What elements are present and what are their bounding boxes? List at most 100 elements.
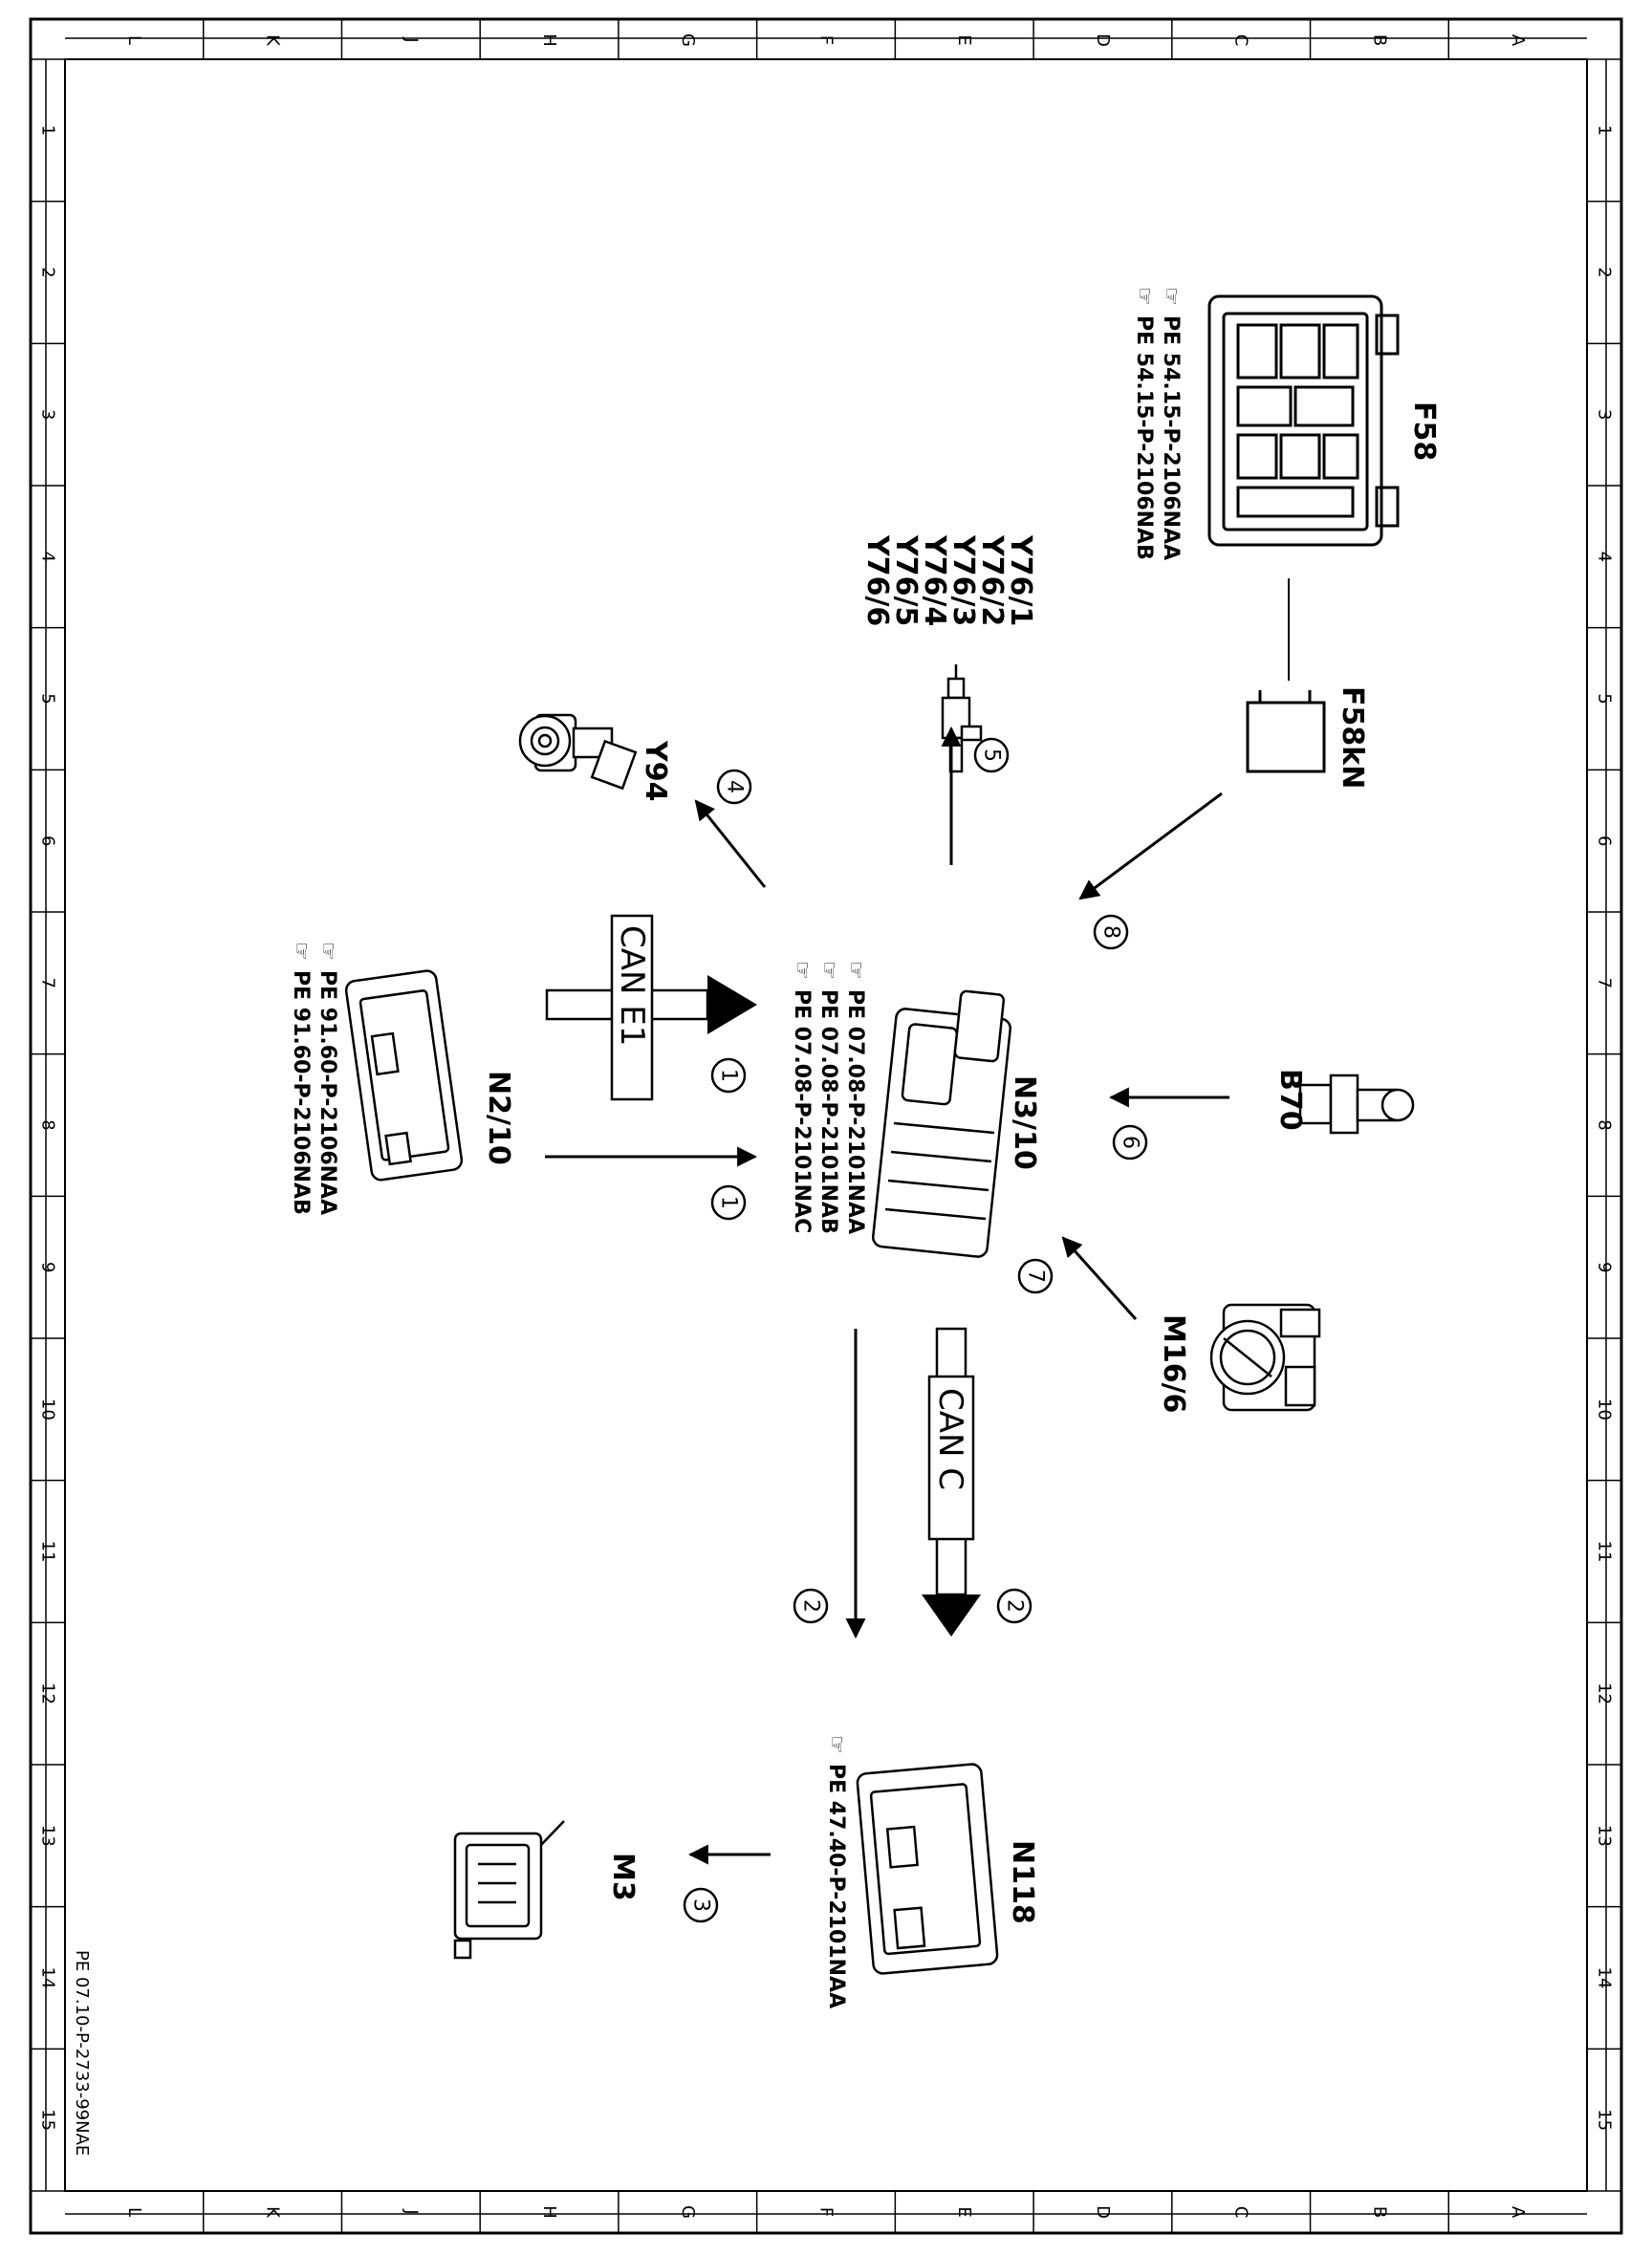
signal-8-circle: 8 bbox=[1093, 914, 1129, 950]
can-e1-bus-arrow: CAN E1 bbox=[545, 914, 757, 1101]
b70-crankshaft-sensor bbox=[1298, 1074, 1415, 1135]
svg-text:Y76/4: Y76/4 bbox=[918, 534, 951, 626]
n3-10-engine-control-unit bbox=[872, 989, 1011, 1258]
svg-text:Y76/6: Y76/6 bbox=[860, 534, 894, 626]
m3-fuel-pump bbox=[453, 1820, 565, 1960]
hand-icon: ☞ bbox=[315, 942, 339, 961]
y94-label: Y94 bbox=[639, 740, 672, 801]
hand-icon: ☞ bbox=[790, 961, 814, 980]
hand-icon: ☞ bbox=[1132, 287, 1156, 306]
n3-10-label: N3/10 bbox=[1008, 1075, 1041, 1170]
svg-text:2: 2 bbox=[799, 1599, 823, 1613]
frame-column-label: D bbox=[1093, 33, 1113, 47]
hand-icon: ☞ bbox=[816, 961, 840, 980]
svg-text:Y76/1: Y76/1 bbox=[1004, 534, 1037, 626]
frame-row-label: 9 bbox=[38, 1262, 58, 1272]
frame-column-label: J bbox=[401, 36, 421, 42]
signal-4-circle: 4 bbox=[716, 769, 752, 805]
arrow-4 bbox=[694, 799, 767, 888]
frame-row-label: 3 bbox=[38, 409, 58, 420]
svg-text:PE 91.60-P-2106NAB: PE 91.60-P-2106NAB bbox=[289, 970, 313, 1215]
frame-column-label: G bbox=[678, 2205, 698, 2219]
hand-icon: ☞ bbox=[1159, 287, 1183, 306]
frame-row-label: 7 bbox=[38, 978, 58, 988]
signal-5-circle: 5 bbox=[973, 737, 1010, 773]
frame-row-label: 1 bbox=[1595, 125, 1615, 136]
n2-10-control-unit bbox=[344, 969, 464, 1182]
frame-row-label: 3 bbox=[1595, 409, 1615, 420]
m16-6-label: M16/6 bbox=[1157, 1314, 1190, 1413]
n2-10-references: ☞ PE 91.60-P-2106NAA ☞ PE 91.60-P-2106NA… bbox=[289, 942, 339, 1215]
svg-text:PE 54.15-P-2106NAB: PE 54.15-P-2106NAB bbox=[1132, 315, 1156, 560]
signal-2-circle-b: 2 bbox=[996, 1588, 1032, 1624]
frame-column-label: K bbox=[263, 34, 283, 47]
f58kn-relay bbox=[1246, 690, 1326, 773]
frame-row-label: 7 bbox=[1595, 978, 1615, 988]
frame-column-label: B bbox=[1369, 2206, 1389, 2218]
hand-icon: ☞ bbox=[843, 961, 867, 980]
arrow-8 bbox=[1078, 792, 1223, 900]
svg-text:1: 1 bbox=[717, 1069, 741, 1082]
frame-column-label: L bbox=[124, 35, 144, 45]
frame-row-label: 10 bbox=[1595, 1399, 1615, 1421]
signal-1-circle-a: 1 bbox=[710, 1057, 747, 1094]
m16-6-throttle-actuator bbox=[1209, 1303, 1321, 1412]
drawing-frame bbox=[29, 17, 1623, 2235]
frame-column-label: H bbox=[539, 2205, 559, 2219]
y76-labels: Y76/1 Y76/2 Y76/3 Y76/4 Y76/5 Y76/6 bbox=[860, 534, 1037, 626]
frame-column-label: C bbox=[1231, 2206, 1251, 2219]
f58-label: F58 bbox=[1407, 401, 1441, 461]
frame-row-label: 8 bbox=[1595, 1119, 1615, 1130]
f58-references: ☞ PE 54.15-P-2106NAA ☞ PE 54.15-P-2106NA… bbox=[1132, 287, 1183, 560]
frame-column-label: E bbox=[954, 2206, 974, 2217]
frame-row-label: 15 bbox=[1595, 2109, 1615, 2131]
svg-text:3: 3 bbox=[689, 1898, 713, 1912]
y94-valve bbox=[518, 713, 638, 791]
frame-column-label: K bbox=[263, 2206, 283, 2219]
frame-row-label: 5 bbox=[1595, 693, 1615, 704]
svg-text:PE 07.08-P-2101NAA: PE 07.08-P-2101NAA bbox=[843, 989, 867, 1234]
signal-number-circles: 1 1 2 2 3 4 5 6 bbox=[683, 737, 1148, 1923]
frame-column-label: E bbox=[954, 34, 974, 45]
arrow-7 bbox=[1061, 1236, 1138, 1320]
frame-row-label: 13 bbox=[38, 1825, 58, 1847]
svg-text:PE 91.60-P-2106NAA: PE 91.60-P-2106NAA bbox=[315, 970, 339, 1215]
f58kn-label: F58kN bbox=[1336, 686, 1369, 789]
svg-text:PE 47.40-P-2101NAA: PE 47.40-P-2101NAA bbox=[824, 1764, 848, 2008]
signal-3-circle: 3 bbox=[683, 1887, 719, 1923]
frame-row-label: 5 bbox=[38, 693, 58, 704]
frame-column-label: F bbox=[816, 2207, 837, 2217]
svg-text:8: 8 bbox=[1099, 925, 1123, 939]
frame-column-label: F bbox=[816, 35, 837, 45]
svg-text:6: 6 bbox=[1119, 1136, 1142, 1149]
frame-column-label: A bbox=[1508, 2206, 1528, 2219]
svg-text:PE 07.08-P-2101NAC: PE 07.08-P-2101NAC bbox=[790, 989, 814, 1233]
hand-icon: ☞ bbox=[824, 1735, 848, 1754]
frame-row-label: 13 bbox=[1595, 1825, 1615, 1847]
frame-column-label: L bbox=[124, 2207, 144, 2217]
svg-text:PE 54.15-P-2106NAA: PE 54.15-P-2106NAA bbox=[1159, 315, 1183, 560]
signal-7-circle: 7 bbox=[1017, 1258, 1054, 1294]
frame-row-label: 8 bbox=[38, 1119, 58, 1130]
frame-row-label: 4 bbox=[38, 552, 58, 562]
frame-row-label: 6 bbox=[1595, 835, 1615, 846]
frame-row-label: 6 bbox=[38, 835, 58, 846]
svg-text:Y76/2: Y76/2 bbox=[975, 534, 1009, 626]
frame-column-label: H bbox=[539, 33, 559, 47]
frame-row-label: 4 bbox=[1595, 552, 1615, 562]
n3-10-references: ☞ PE 07.08-P-2101NAA ☞ PE 07.08-P-2101NA… bbox=[790, 961, 867, 1234]
n118-fuel-pump-control-unit bbox=[856, 1763, 999, 1975]
m3-label: M3 bbox=[606, 1853, 640, 1901]
frame-row-label: 9 bbox=[1595, 1262, 1615, 1272]
frame-row-label: 2 bbox=[38, 267, 58, 277]
frame-column-label: A bbox=[1508, 34, 1528, 47]
frame-column-label: C bbox=[1231, 34, 1251, 47]
frame-column-label: G bbox=[678, 33, 698, 47]
frame-grid-ticks bbox=[31, 19, 1621, 2233]
svg-text:1: 1 bbox=[717, 1196, 741, 1209]
frame-row-label: 1 bbox=[38, 125, 58, 136]
f58-fuse-relay-box bbox=[1207, 294, 1400, 547]
svg-text:CAN E1: CAN E1 bbox=[613, 925, 651, 1046]
signal-arrows bbox=[545, 726, 1229, 1865]
